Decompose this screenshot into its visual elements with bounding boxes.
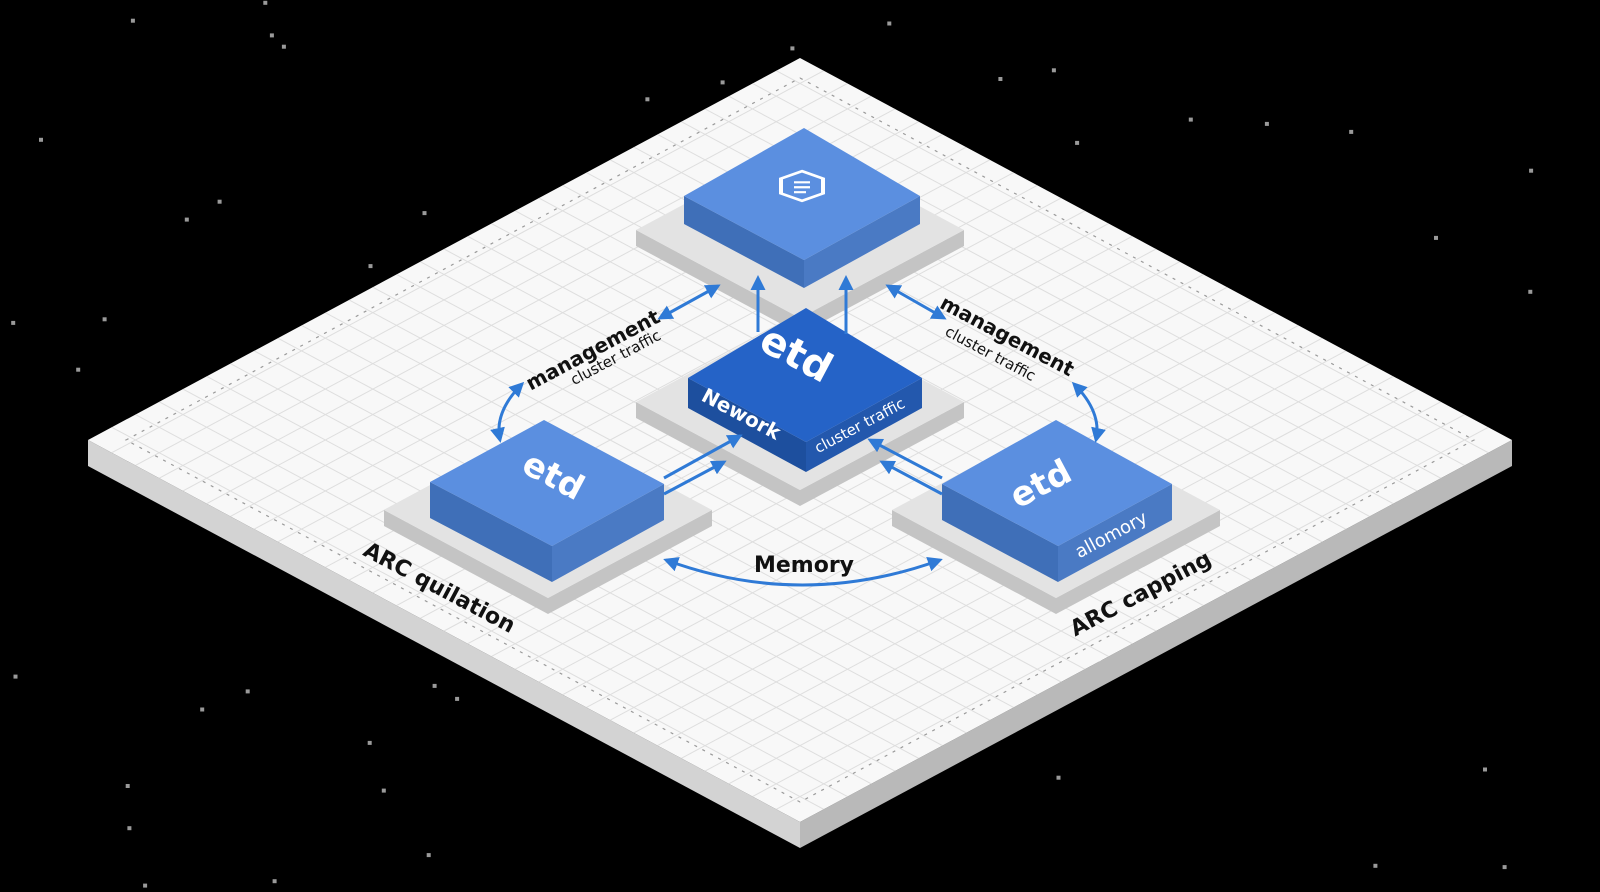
star [125,784,130,788]
star [143,883,148,888]
star [1373,863,1378,868]
grid-line [111,426,824,810]
arrow-right-to-center-2 [879,460,943,496]
grid-line [776,426,1489,810]
star [217,199,222,204]
arrow-memory [663,557,943,587]
grid-line [752,414,1465,797]
star [272,879,277,884]
star [76,367,81,372]
memory-label: Memory [754,553,854,578]
arrow-top-right [885,284,947,320]
star [1075,140,1080,145]
star [1528,289,1533,294]
star [368,264,373,269]
star [432,683,437,688]
star [1051,68,1056,73]
arrow-left-to-center-1 [663,434,743,480]
star [1502,865,1507,870]
star [1529,168,1534,173]
arrow-left-to-center-2 [663,460,727,496]
star [455,696,460,701]
node-center: etd Nework cluster traffic [688,308,922,472]
platform-right-side [800,440,1512,848]
star [281,44,286,49]
star [127,826,132,831]
arrow-mgmt-right [1071,381,1106,443]
star [200,707,205,712]
star [790,46,795,51]
star [184,217,189,222]
star [130,18,135,23]
star [102,317,107,322]
star [1349,129,1354,134]
platform-inner-border [124,77,1476,803]
star [998,77,1003,81]
star [381,788,386,793]
platform-left-side [88,440,800,848]
star [1056,775,1061,780]
hexagon-logo-icon [779,169,825,203]
star [11,320,16,325]
star [263,0,268,5]
arrow-top-left [657,284,721,320]
star [426,853,431,858]
star [367,740,372,745]
node-top [684,128,920,288]
node-left: etd [430,420,664,582]
star [39,137,43,142]
star [1188,117,1193,122]
node-right: etd allomory [942,420,1172,582]
connectors [490,275,1106,587]
grid-line [135,414,848,797]
star [887,21,892,26]
star [245,689,250,694]
arrow-right-to-center-1 [867,438,943,480]
star [720,80,725,85]
star [1483,767,1487,772]
star [1264,121,1269,126]
star [422,211,427,216]
star [13,674,18,679]
star [1434,235,1438,240]
arrow-mgmt-left [490,381,525,443]
star [645,97,650,102]
star [269,33,274,38]
